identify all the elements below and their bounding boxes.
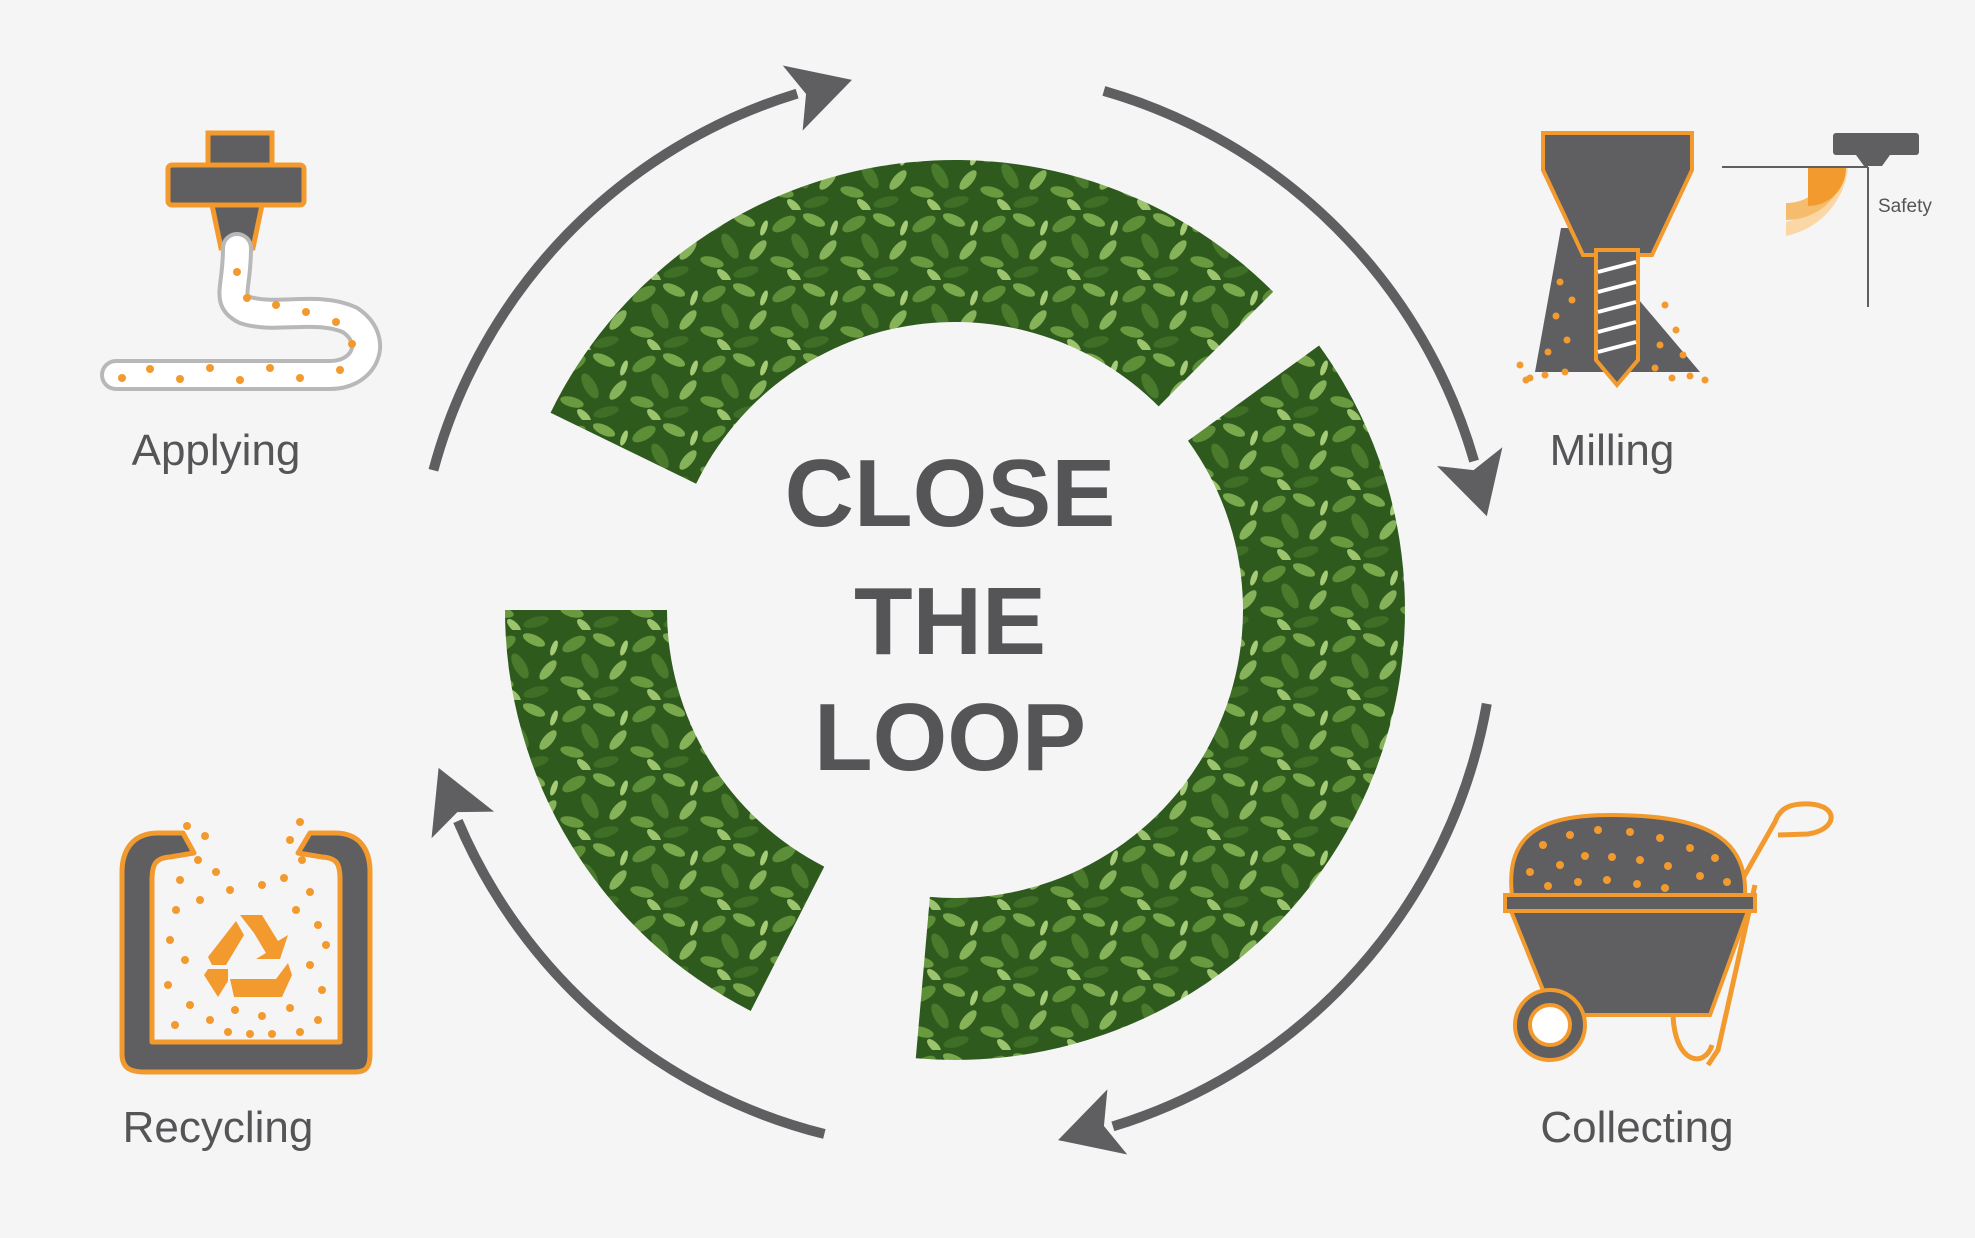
leaf-segment-right [915,345,1405,1060]
leaf-segment-top [550,159,1274,484]
leaf-ring [505,159,1405,1060]
recycle-symbol-icon [204,915,292,997]
center-title: CLOSE THE LOOP [785,440,1116,791]
arrow-bottom-right [1058,702,1492,1155]
arrow-top-left [428,65,852,472]
mill-icon: Safety [1516,131,1932,389]
title-line-2: THE [854,568,1046,675]
title-line-3: LOOP [814,684,1086,791]
step-label-recycling: Recycling [123,1103,314,1152]
wheelbarrow-icon [1503,801,1834,1067]
step-label-applying: Applying [132,426,301,475]
arrow-bottom-left [431,767,826,1139]
arrow-top-right [1102,86,1503,517]
title-line-1: CLOSE [785,440,1116,547]
cycle-arrows [428,65,1503,1155]
leaf-segment-left [505,610,825,1011]
safety-label: Safety [1878,196,1932,217]
recycling-container-icon [119,818,373,1075]
nozzle-icon [100,130,382,391]
step-label-milling: Milling [1550,426,1675,475]
step-label-collecting: Collecting [1540,1103,1733,1152]
